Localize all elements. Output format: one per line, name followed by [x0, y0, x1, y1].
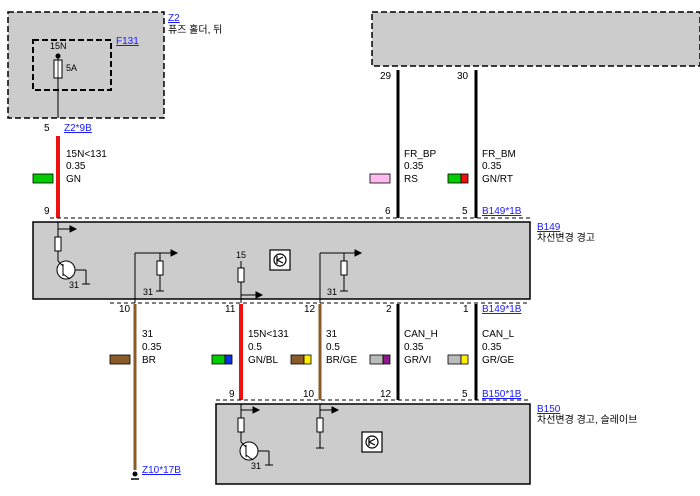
- bottom-wire-2-color-swatch-b: [303, 354, 312, 365]
- b149-ecu-icon: [269, 249, 291, 271]
- b149-supply-label: 15: [236, 250, 246, 260]
- top-wire-0-color-code: RS: [404, 174, 418, 185]
- b149-ground-label-3: 31: [327, 287, 337, 297]
- fuse-f131-ref[interactable]: F131: [116, 36, 139, 47]
- b149-connector-bottom-ref[interactable]: B149*1B: [482, 304, 522, 315]
- b149-ground-label-2: 31: [143, 287, 153, 297]
- bottom-wire-1-pin-top: 11: [225, 304, 236, 315]
- top-wire-0-pin-top: 29: [380, 71, 392, 82]
- top-wire-1-color-swatch-b: [460, 173, 469, 184]
- top-wire-0-color-swatch: [369, 173, 391, 184]
- bottom-wire-2-gauge: 0.5: [326, 342, 340, 353]
- fuse-f131-box: [32, 39, 112, 91]
- bottom-wire-2-color-code: BR/GE: [326, 355, 357, 366]
- top-wire-1-gauge: 0.35: [482, 161, 502, 172]
- fuse-wire-color-code: GN: [66, 174, 81, 185]
- bottom-wire-2-color-swatch-a: [290, 354, 305, 365]
- top-wire-1-pin-top: 30: [457, 71, 469, 82]
- bottom-wire-1-color-swatch-a: [211, 354, 226, 365]
- bottom-wire-3-gauge: 0.35: [404, 342, 424, 353]
- top-wire-0-name: FR_BP: [404, 149, 437, 160]
- bottom-wire-3-color-swatch-b: [382, 354, 391, 365]
- bottom-wire-0-pin-top: 10: [119, 304, 131, 315]
- b149-internal-circuit: [54, 222, 363, 303]
- bottom-wire-0-gauge: 0.35: [142, 342, 162, 353]
- bottom-wire-1-name: 15N<131: [248, 329, 289, 340]
- ground-connector-ref[interactable]: Z10*17B: [142, 465, 181, 476]
- fuse-rating-label: 5A: [66, 63, 77, 73]
- b150-ground-label: 31: [251, 461, 261, 471]
- ground-icon: [131, 471, 139, 480]
- bottom-wire-1-color-code: GN/BL: [248, 355, 278, 366]
- top-wire-1-color-code: GN/RT: [482, 174, 513, 185]
- b149-connector-top-ref[interactable]: B149*1B: [482, 206, 522, 217]
- bottom-wire-1-gauge: 0.5: [248, 342, 262, 353]
- fuse-pin-label: 5: [44, 123, 50, 134]
- fuse-circuit-label: 15N: [50, 41, 67, 51]
- bottom-wire-3-pin-bottom: 12: [380, 389, 392, 400]
- bottom-wire-4-color-code: GR/GE: [482, 355, 515, 366]
- bottom-wire-4-name: CAN_L: [482, 329, 515, 340]
- fuse-wire-gauge: 0.35: [66, 161, 86, 172]
- fuse-connector-ref[interactable]: Z2*9B: [64, 123, 92, 134]
- top-right-module-box: [371, 11, 700, 67]
- top-wire-0-pin-bottom: 6: [385, 206, 391, 217]
- bottom-wire-2-name: 31: [326, 329, 338, 340]
- bottom-wire-4-color-swatch-b: [460, 354, 469, 365]
- fuse-holder-desc: 퓨즈 홀더, 뒤: [168, 23, 222, 36]
- bottom-wire-0-name: 31: [142, 329, 154, 340]
- b150-ecu-icon: [361, 431, 383, 453]
- fuse-wire-pin-bottom: 9: [44, 206, 50, 217]
- b150-desc: 차선변경 경고, 슬레이브: [537, 413, 637, 426]
- bottom-wire-3-color-swatch-a: [369, 354, 384, 365]
- bottom-wire-1-color-swatch-b: [224, 354, 233, 365]
- bottom-wire-1-pin-bottom: 9: [229, 389, 235, 400]
- top-wire-1-name: FR_BM: [482, 149, 516, 160]
- bottom-wire-3-color-code: GR/VI: [404, 355, 431, 366]
- bottom-wire-2-pin-top: 12: [304, 304, 316, 315]
- bottom-wire-0-color-code: BR: [142, 355, 156, 366]
- bottom-wire-0-color-swatch: [109, 354, 131, 365]
- bottom-wire-4-pin-top: 1: [463, 304, 469, 315]
- top-wire-1-color-swatch-a: [447, 173, 462, 184]
- bottom-wire-4-pin-bottom: 5: [462, 389, 468, 400]
- b149-desc: 차선변경 경고: [537, 231, 595, 244]
- b150-ref[interactable]: B150: [537, 404, 561, 415]
- bottom-wire-3-pin-top: 2: [386, 304, 392, 315]
- top-wire-1-pin-bottom: 5: [462, 206, 468, 217]
- bottom-wire-2-pin-bottom: 10: [303, 389, 315, 400]
- bottom-wire-4-gauge: 0.35: [482, 342, 502, 353]
- b149-ref[interactable]: B149: [537, 222, 561, 233]
- fuse-wire-color-swatch: [32, 173, 54, 184]
- b149-ground-label-1: 31: [69, 280, 79, 290]
- bottom-wire-4-color-swatch-a: [447, 354, 462, 365]
- fuse-wire-name: 15N<131: [66, 149, 107, 160]
- bottom-wire-3-name: CAN_H: [404, 329, 438, 340]
- top-wire-0-gauge: 0.35: [404, 161, 424, 172]
- b150-internal-circuit: [237, 404, 340, 466]
- b150-connector-ref[interactable]: B150*1B: [482, 389, 522, 400]
- fuse-holder-ref[interactable]: Z2: [168, 13, 180, 24]
